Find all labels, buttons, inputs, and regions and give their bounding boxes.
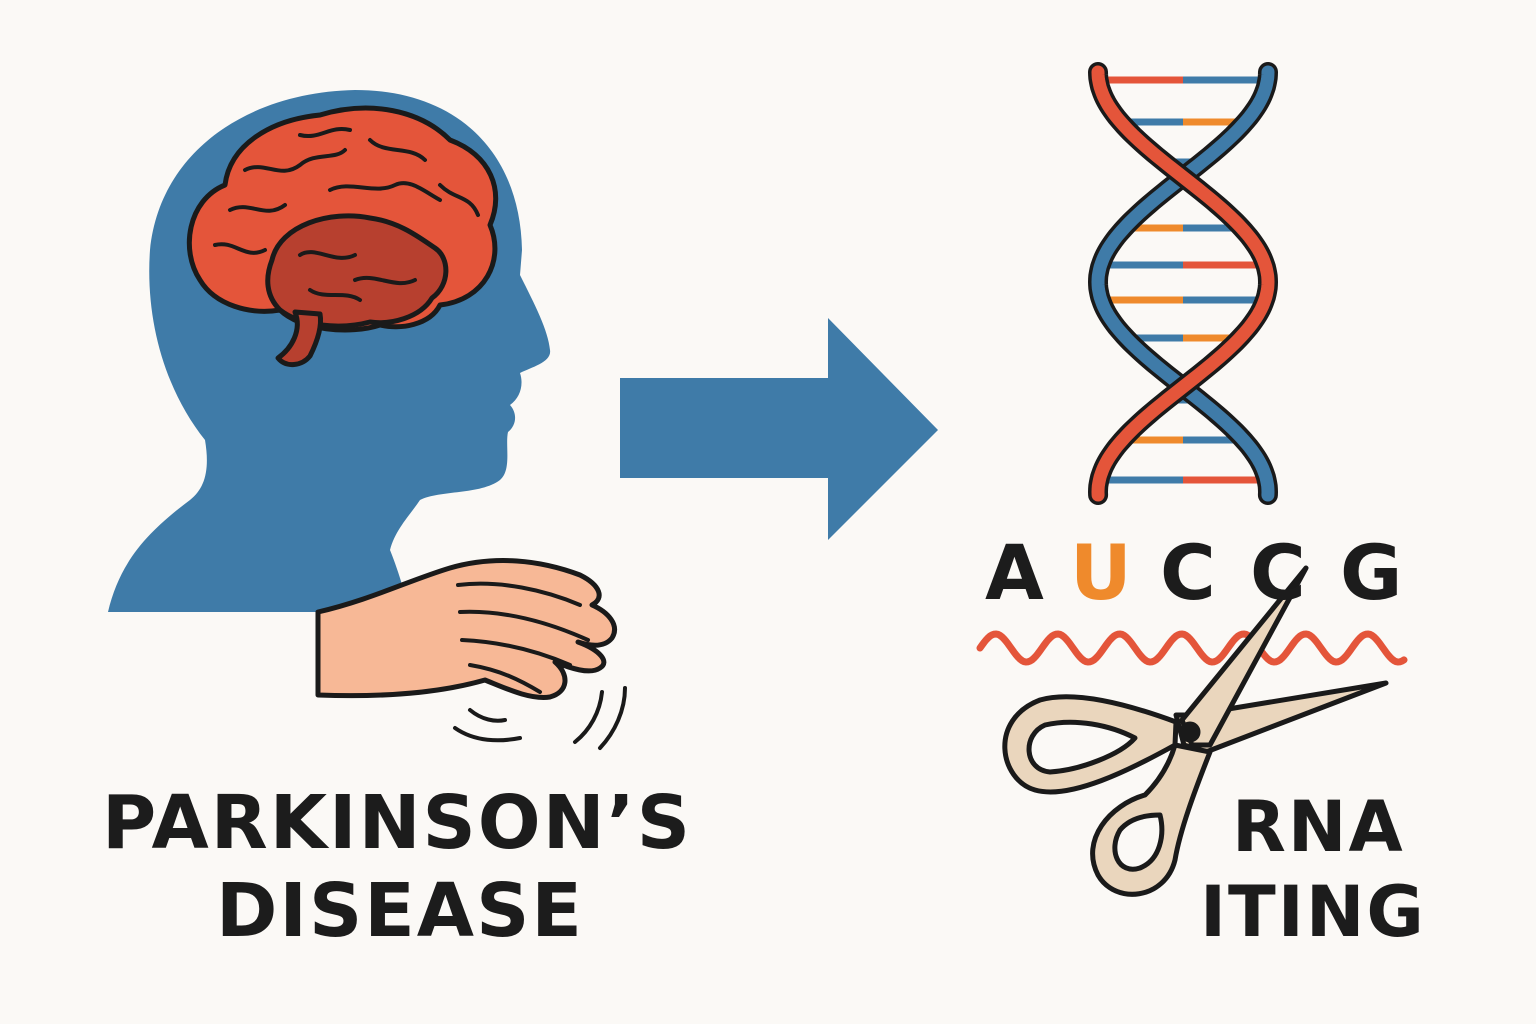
brain-icon: [186, 105, 499, 367]
arrow-icon: [620, 318, 938, 540]
disease-label-line1: PARKINSON’S: [102, 780, 693, 866]
base-letter: C: [1250, 528, 1306, 617]
scissors-icon: [1002, 565, 1389, 897]
base-letter: C: [1160, 528, 1216, 617]
tremor-hand-icon: [315, 558, 627, 750]
editing-label-line2: ITING: [1200, 871, 1426, 953]
base-letter: G: [1340, 528, 1403, 617]
rna-wave-icon: [976, 630, 1408, 666]
editing-label-line1: RNA: [1232, 786, 1405, 868]
dna-strand: [1091, 65, 1275, 502]
base-letter: U: [1070, 528, 1132, 617]
dna-helix-icon: [1087, 62, 1279, 505]
base-letter: A: [985, 528, 1044, 617]
dna-strand: [1091, 65, 1275, 502]
disease-label-line2: DISEASE: [216, 868, 584, 954]
